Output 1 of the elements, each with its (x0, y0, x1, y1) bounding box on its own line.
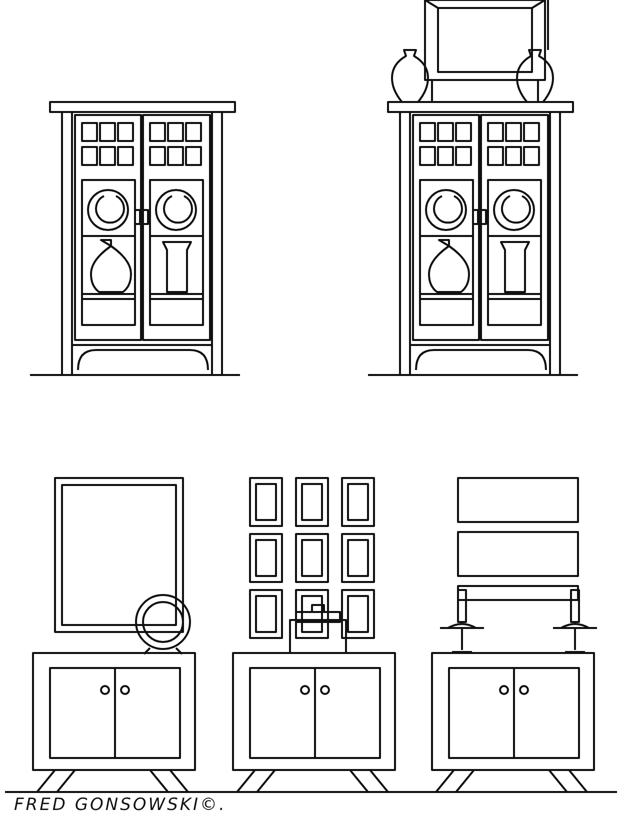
artist-signature: FRED GONSOWSKI©. (14, 795, 226, 815)
